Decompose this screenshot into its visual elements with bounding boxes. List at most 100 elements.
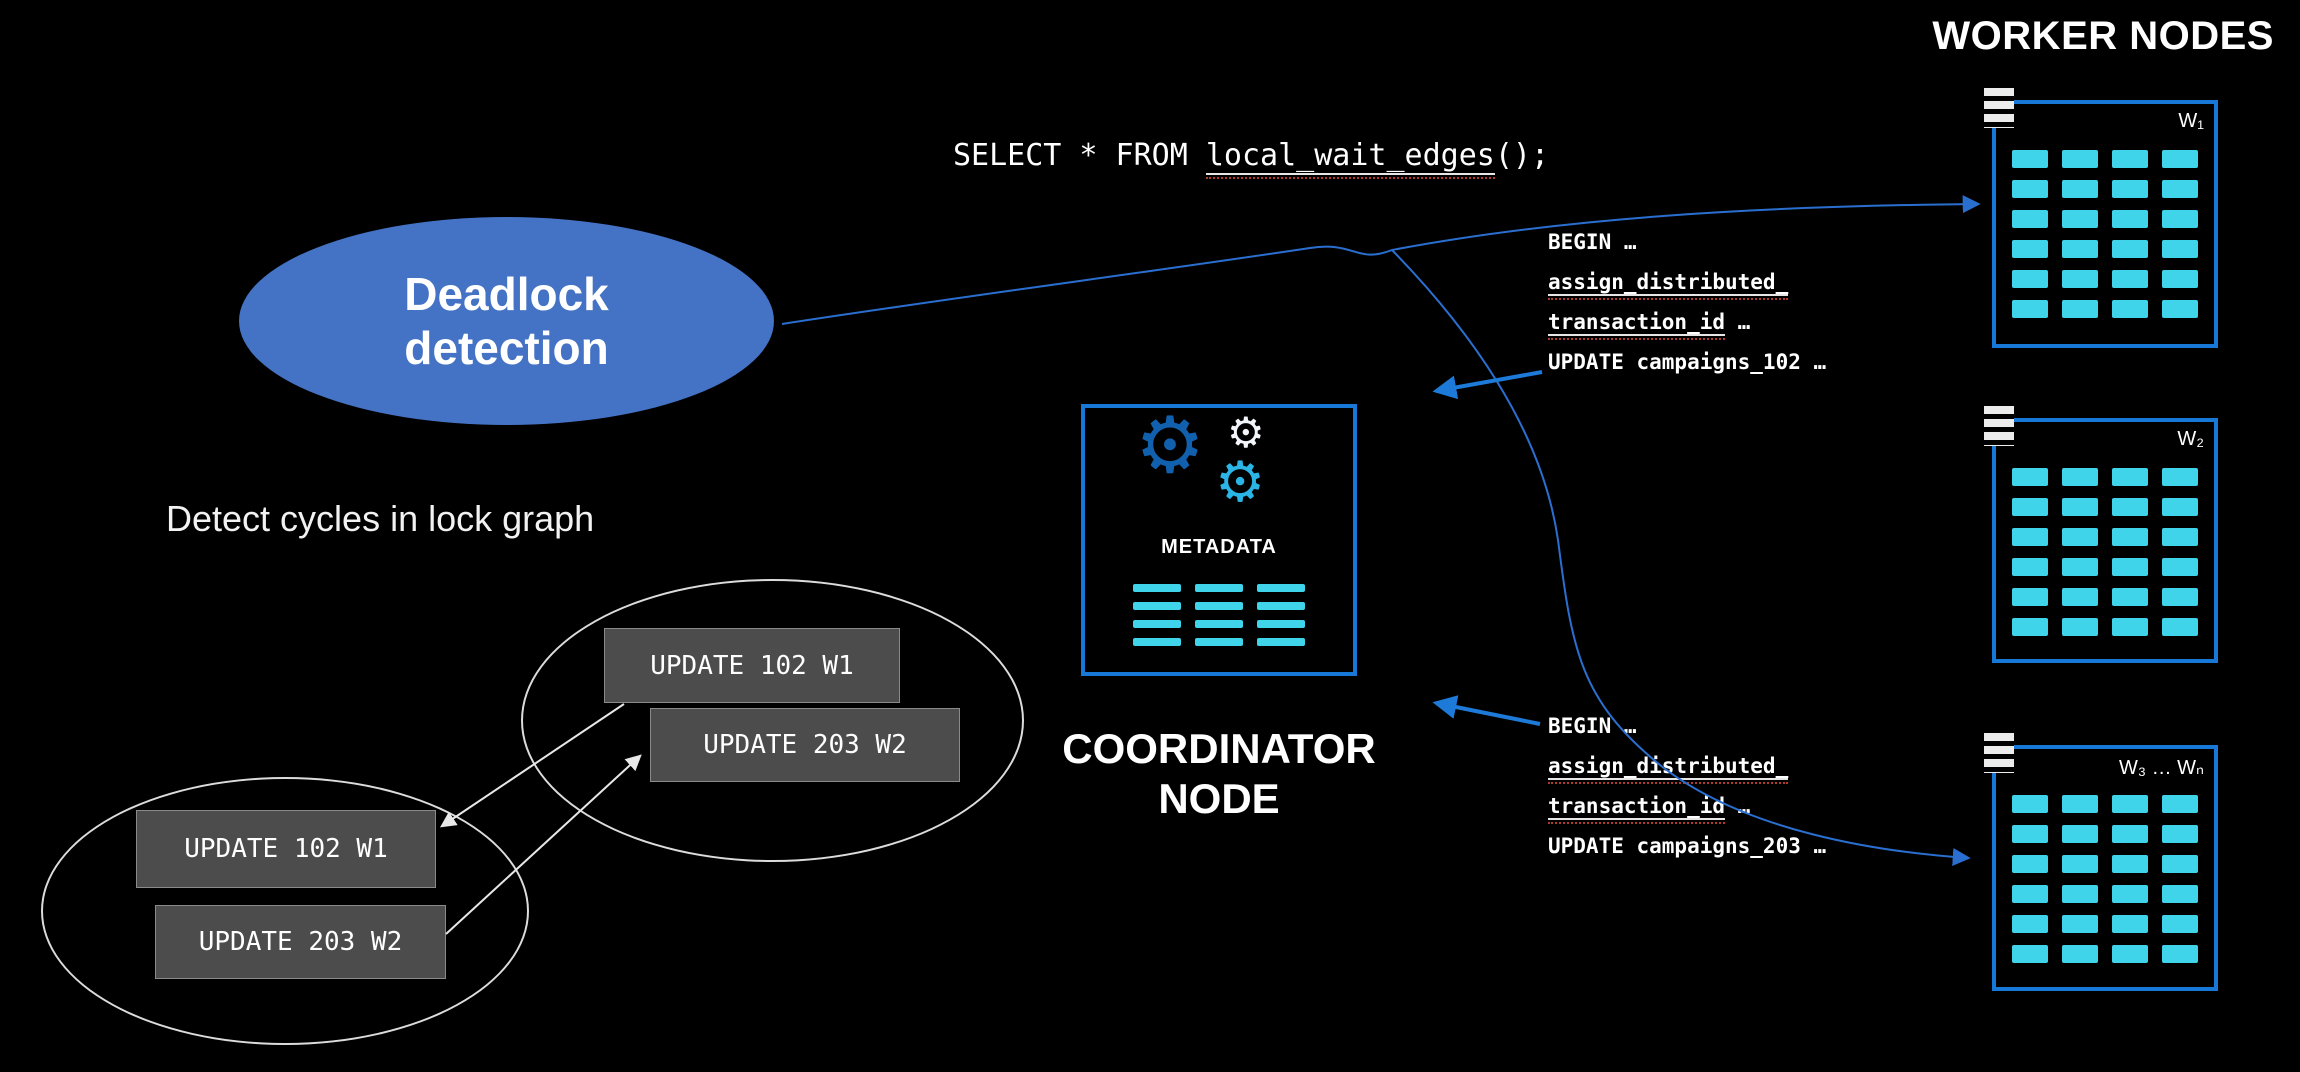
table-cell	[1195, 602, 1243, 610]
table-cell	[2162, 885, 2198, 903]
txn1-assign: assign_distributed_	[1548, 262, 1826, 302]
table-cell	[2112, 945, 2148, 963]
table-cell	[2162, 150, 2198, 168]
table-cell	[2012, 795, 2048, 813]
table-cell	[2062, 588, 2098, 606]
worker-3-table-grid	[2012, 795, 2198, 963]
txn1-begin: BEGIN …	[1548, 230, 1637, 254]
table-cell	[1195, 620, 1243, 628]
table-cell	[2012, 558, 2048, 576]
lock-box-update-102-w1-bottom: UPDATE 102 W1	[136, 810, 436, 888]
code-suffix: …	[1725, 794, 1751, 818]
txn2-begin: BEGIN …	[1548, 714, 1637, 738]
table-cell	[2062, 558, 2098, 576]
txn1-update: UPDATE campaigns_102 …	[1548, 350, 1827, 374]
table-cell	[1195, 584, 1243, 592]
table-cell	[2112, 300, 2148, 318]
table-cell	[2062, 150, 2098, 168]
table-cell	[2162, 240, 2198, 258]
table-cell	[1257, 602, 1305, 610]
underlined-code: transaction_id	[1548, 310, 1726, 336]
table-cell	[2012, 885, 2048, 903]
table-cell	[2112, 855, 2148, 873]
txn2-update: UPDATE campaigns_203 …	[1548, 834, 1827, 858]
worker-2-table-grid	[2012, 468, 2198, 636]
table-cell	[2012, 945, 2048, 963]
deadlock-detection-ellipse: Deadlock detection	[239, 217, 774, 425]
coordinator-label-line1: COORDINATOR	[1062, 725, 1376, 772]
table-cell	[2062, 855, 2098, 873]
sql-statement: SELECT * FROM local_wait_edges();	[953, 138, 1549, 175]
table-cell	[2162, 588, 2198, 606]
worker-nodes-heading: WORKER NODES	[1932, 14, 2274, 58]
lock-box-update-203-w2-bottom: UPDATE 203 W2	[155, 905, 446, 979]
table-cell	[2162, 618, 2198, 636]
table-cell	[2162, 300, 2198, 318]
table-cell	[2162, 945, 2198, 963]
table-cell	[2112, 588, 2148, 606]
table-cell	[1133, 602, 1181, 610]
table-cell	[2112, 618, 2148, 636]
table-cell	[2112, 150, 2148, 168]
table-cell	[2112, 825, 2148, 843]
deadlock-line2: detection	[404, 322, 609, 374]
coordinator-node-label: COORDINATOR NODE	[1049, 724, 1389, 824]
table-cell	[2162, 558, 2198, 576]
table-cell	[1257, 584, 1305, 592]
table-cell	[2112, 270, 2148, 288]
underlined-code: assign_distributed_	[1548, 754, 1789, 780]
table-cell	[2162, 915, 2198, 933]
worker-3-label: W₃ … Wₙ	[2119, 757, 2204, 779]
transaction-block-2: BEGIN … assign_distributed_ transaction_…	[1548, 706, 1826, 866]
table-cell	[2162, 825, 2198, 843]
table-cell	[2162, 468, 2198, 486]
table-cell	[2012, 270, 2048, 288]
table-cell	[2062, 945, 2098, 963]
server-icon	[1984, 88, 2014, 128]
table-cell	[1257, 620, 1305, 628]
table-cell	[2112, 528, 2148, 546]
gear-icon: ⚙	[1227, 409, 1265, 456]
table-cell	[1133, 584, 1181, 592]
worker-2-label: W₂	[2177, 428, 2204, 450]
table-cell	[2012, 588, 2048, 606]
worker-1-table-grid	[2012, 150, 2198, 318]
code-suffix: …	[1725, 310, 1751, 334]
worker-node-3: W₃ … Wₙ	[1984, 733, 2218, 991]
server-icon	[1984, 733, 2014, 773]
table-cell	[2012, 240, 2048, 258]
underlined-code: assign_distributed_	[1548, 270, 1789, 296]
table-cell	[1133, 620, 1181, 628]
table-cell	[2012, 915, 2048, 933]
sql-function-underlined: local_wait_edges	[1205, 138, 1495, 175]
table-cell	[2062, 885, 2098, 903]
table-cell	[2062, 180, 2098, 198]
gear-icon: ⚙	[1135, 401, 1205, 489]
table-cell	[2012, 528, 2048, 546]
table-cell	[2112, 795, 2148, 813]
table-cell	[1257, 638, 1305, 646]
lock-box-update-102-w1-top: UPDATE 102 W1	[604, 628, 900, 703]
table-cell	[2112, 558, 2148, 576]
coordinator-label-line2: NODE	[1158, 775, 1280, 822]
table-cell	[2012, 498, 2048, 516]
table-cell	[2062, 915, 2098, 933]
table-cell	[2062, 528, 2098, 546]
deadlock-line1: Deadlock	[404, 268, 609, 320]
table-cell	[2012, 618, 2048, 636]
table-cell	[2062, 795, 2098, 813]
table-cell	[2012, 210, 2048, 228]
metadata-label: METADATA	[1161, 536, 1277, 558]
table-cell	[2162, 528, 2198, 546]
table-cell	[2162, 210, 2198, 228]
table-cell	[2112, 210, 2148, 228]
txn1-transaction-id: transaction_id …	[1548, 302, 1826, 342]
transaction-block-1: BEGIN … assign_distributed_ transaction_…	[1548, 222, 1826, 382]
sql-prefix: SELECT * FROM	[953, 138, 1206, 173]
table-cell	[2112, 468, 2148, 486]
table-cell	[2162, 855, 2198, 873]
server-icon	[1984, 406, 2014, 446]
deadlock-detection-label: Deadlock detection	[404, 267, 609, 375]
table-cell	[2062, 468, 2098, 486]
